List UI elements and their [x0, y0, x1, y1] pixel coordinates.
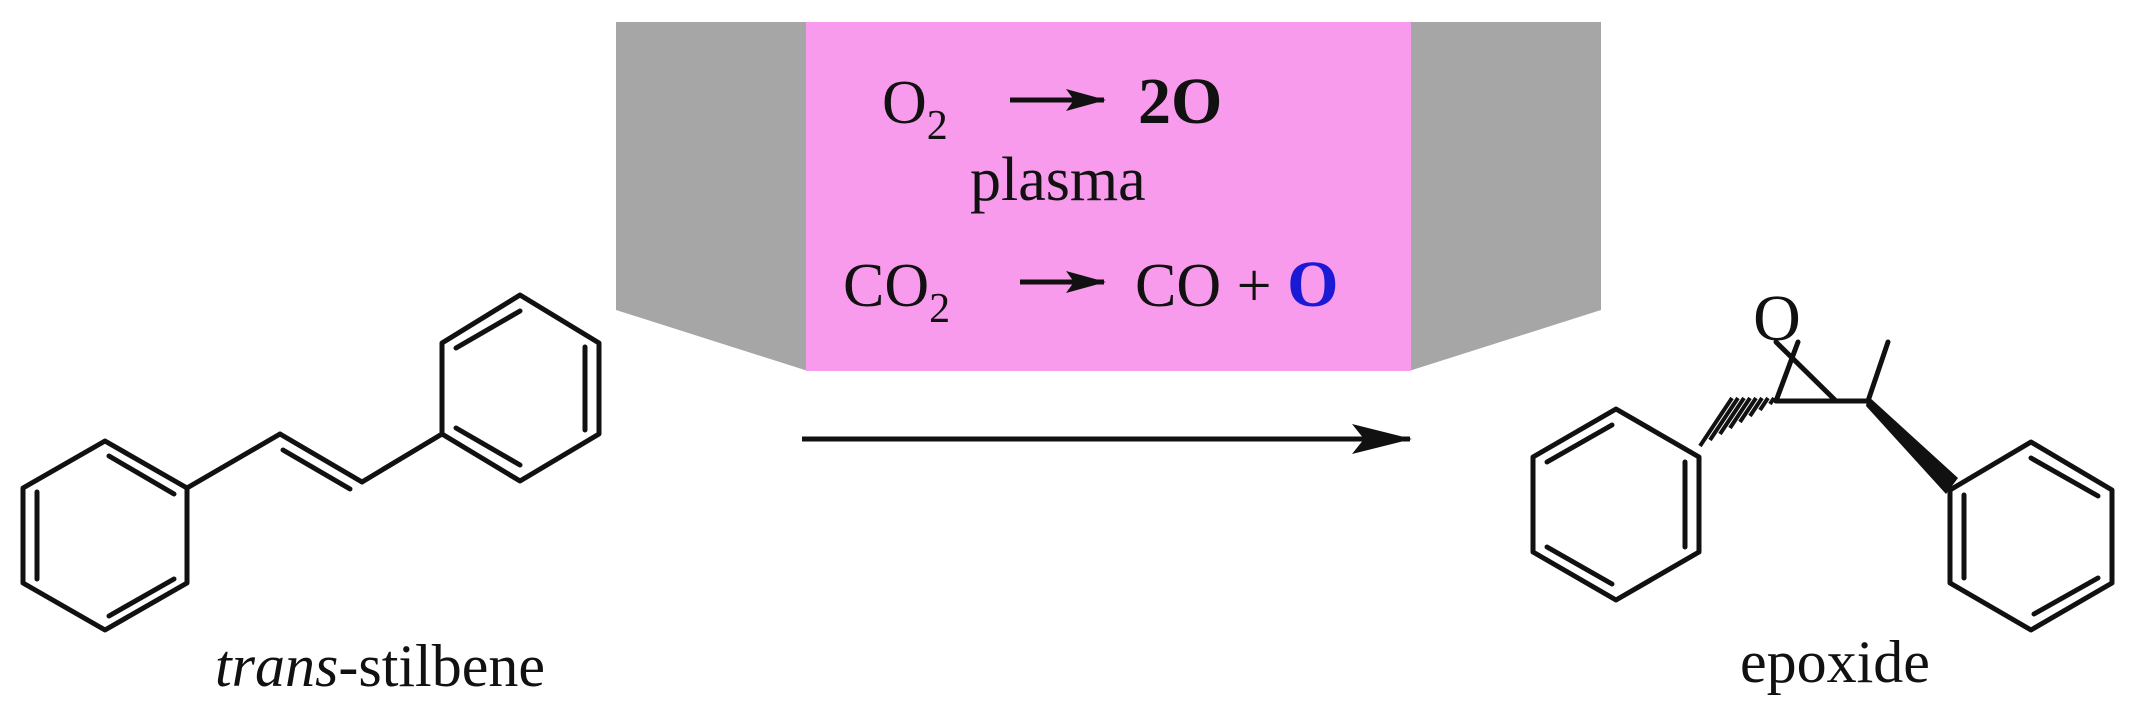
- plasma-reactor: O2 2O plasma CO2 CO + O: [616, 22, 1601, 371]
- svg-text:O2: O2: [882, 69, 948, 149]
- svg-text:CO2: CO2: [843, 252, 950, 332]
- o2-subscript: 2: [927, 103, 948, 149]
- left-phenyl-ring: [20, 438, 190, 633]
- atomic-oxygen-highlight: O: [1287, 248, 1338, 321]
- epoxide-structure: O: [1530, 282, 2115, 633]
- epoxide-c-o-bond-right: [1865, 339, 1891, 404]
- plasma-label: plasma: [970, 146, 1146, 214]
- epoxide-c-o-bond-left: [1773, 339, 1839, 404]
- epoxide-left-phenyl-ring: [1530, 406, 1702, 603]
- plasma-zone: [806, 22, 1411, 371]
- solid-wedge-bond: [1866, 396, 1958, 494]
- co2-subscript: 2: [929, 286, 950, 332]
- epoxide-right-phenyl-ring: [1947, 439, 2115, 633]
- svg-text:CO + O: CO + O: [1135, 248, 1338, 321]
- co2-formula: CO: [843, 252, 929, 320]
- oxygen-dissociation: O2 2O: [882, 65, 1222, 149]
- reactant-label: trans-stilbene: [215, 633, 545, 699]
- co-product: CO +: [1135, 252, 1287, 320]
- co2-dissociation: CO2 CO + O: [843, 248, 1338, 332]
- hashed-wedge-bond: [1698, 396, 1776, 448]
- trans-stilbene-structure: [20, 292, 602, 633]
- product-label: epoxide: [1740, 629, 1930, 695]
- atomic-oxygen-product: 2O: [1138, 65, 1222, 138]
- right-phenyl-ring: [439, 292, 602, 484]
- reactant-label-italic: trans: [215, 633, 338, 699]
- reactant-label-rest: -stilbene: [338, 633, 545, 699]
- o2-formula: O: [882, 69, 927, 137]
- left-flap: [616, 22, 808, 371]
- right-flap: [1409, 22, 1601, 371]
